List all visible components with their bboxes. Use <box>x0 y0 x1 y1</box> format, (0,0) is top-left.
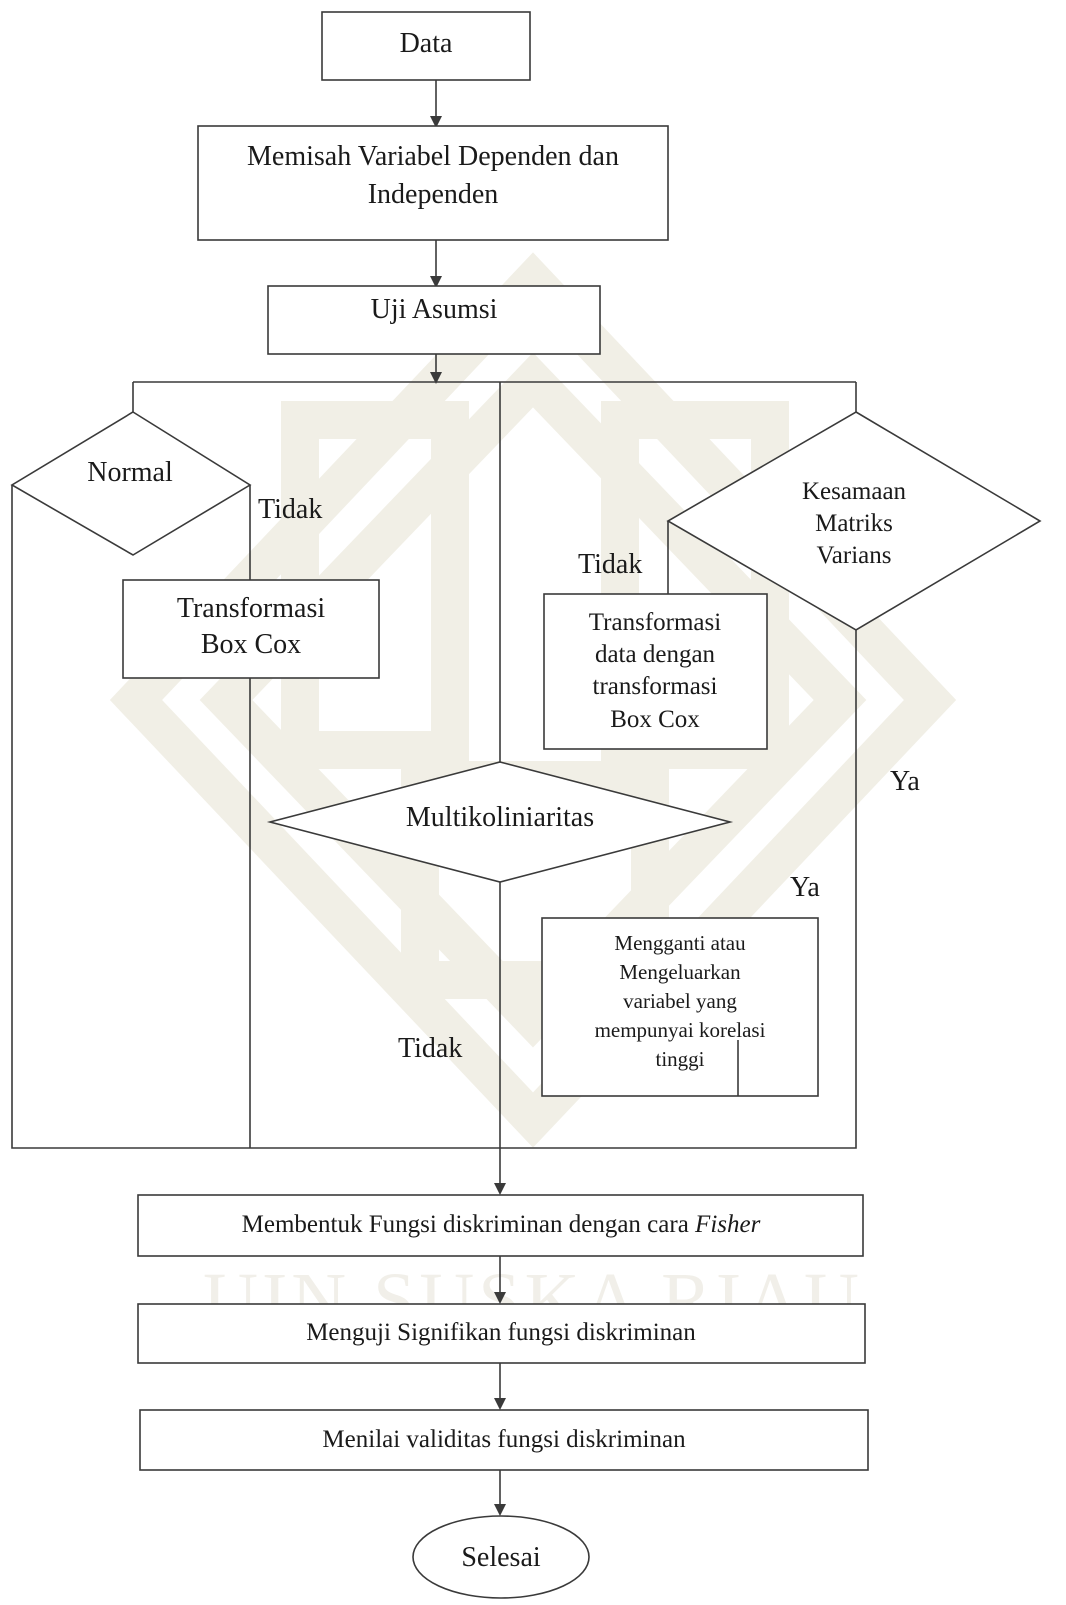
node-multikoliniaritas: Multikoliniaritas <box>266 761 734 883</box>
membentuk-italic: Fisher <box>694 1211 761 1238</box>
node-selesai: Selesai <box>412 1515 590 1599</box>
svg-text:Mengeluarkan: Mengeluarkan <box>619 960 741 984</box>
svg-text:Varians: Varians <box>817 542 892 569</box>
svg-text:Mengganti atau: Mengganti atau <box>614 931 746 955</box>
svg-text:tinggi: tinggi <box>655 1047 704 1071</box>
membentuk-text: Membentuk Fungsi diskriminan dengan cara <box>242 1211 695 1238</box>
edge-kesamaan-ya <box>500 630 857 1149</box>
svg-text:Normal: Normal <box>87 457 173 488</box>
svg-text:transformasi: transformasi <box>593 673 718 700</box>
svg-text:Menguji Signifikan fungsi disk: Menguji Signifikan fungsi diskriminan <box>306 1319 696 1346</box>
node-transformasi-box-cox: Transformasi Box Cox <box>122 579 380 679</box>
svg-text:Box Cox: Box Cox <box>610 706 700 733</box>
svg-text:Multikoliniaritas: Multikoliniaritas <box>406 802 594 833</box>
edge-normal-ya <box>11 485 500 1149</box>
svg-text:Memisah Variabel Dependen dan: Memisah Variabel Dependen dan <box>247 141 619 172</box>
node-menguji: Menguji Signifikan fungsi diskriminan <box>137 1303 866 1364</box>
label-kesamaan-tidak: Tidak <box>578 549 642 580</box>
svg-text:mempunyai korelasi: mempunyai korelasi <box>595 1018 766 1042</box>
node-uji-asumsi: Uji Asumsi <box>267 285 601 355</box>
svg-text:Membentuk Fungsi diskriminan: Membentuk Fungsi diskriminan dengan cara… <box>242 1211 761 1238</box>
svg-text:Independen: Independen <box>368 179 499 210</box>
node-data: Data <box>321 11 531 81</box>
node-menilai: Menilai validitas fungsi diskriminan <box>139 1409 869 1471</box>
node-transformasi-data: Transformasi data dengan transformasi Bo… <box>543 593 768 750</box>
svg-text:Matriks: Matriks <box>815 510 893 537</box>
node-memisah: Memisah Variabel Dependen dan Independen <box>197 125 669 241</box>
svg-text:Menilai validitas fungsi diskr: Menilai validitas fungsi diskriminan <box>322 1426 686 1453</box>
node-normal: Normal <box>10 411 252 556</box>
svg-text:Box Cox: Box Cox <box>201 629 301 660</box>
node-kesamaan: Kesamaan Matriks Varians <box>666 411 1042 631</box>
svg-text:Uji Asumsi: Uji Asumsi <box>371 294 498 325</box>
svg-text:Transformasi: Transformasi <box>589 609 721 636</box>
svg-text:variabel yang: variabel yang <box>623 989 737 1013</box>
svg-text:Transformasi: Transformasi <box>177 593 326 624</box>
label-normal-tidak: Tidak <box>258 494 322 525</box>
label-multi-ya: Ya <box>790 872 820 903</box>
label-kesamaan-ya: Ya <box>890 766 920 797</box>
node-mengganti: Mengganti atau Mengeluarkan variabel yan… <box>541 917 819 1097</box>
label-multi-tidak: Tidak <box>398 1033 462 1064</box>
svg-text:data dengan: data dengan <box>595 641 716 668</box>
svg-text:Data: Data <box>400 28 453 59</box>
svg-text:Selesai: Selesai <box>461 1542 541 1573</box>
svg-text:Kesamaan: Kesamaan <box>802 478 907 505</box>
node-membentuk: Membentuk Fungsi diskriminan dengan cara… <box>137 1194 864 1257</box>
